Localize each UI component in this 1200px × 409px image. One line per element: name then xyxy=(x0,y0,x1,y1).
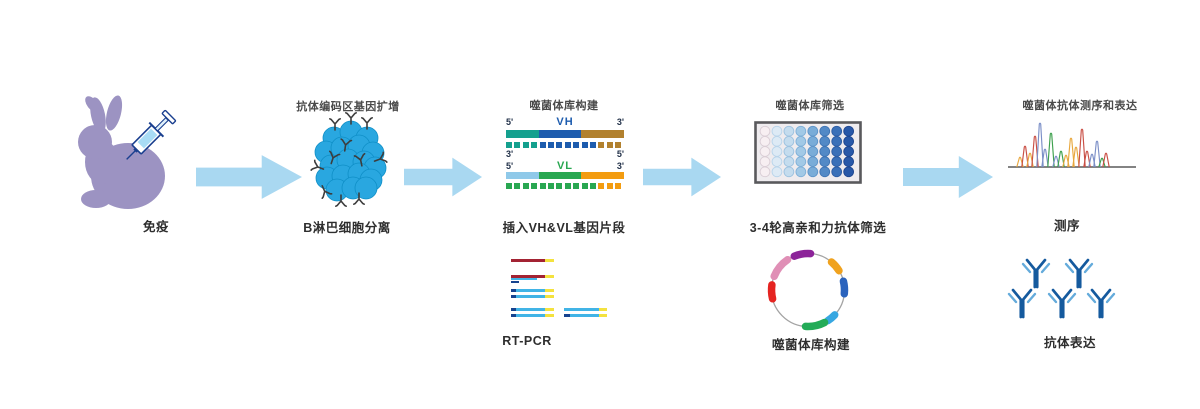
vl-label: VL xyxy=(556,159,574,172)
five-prime-label: 5' xyxy=(506,160,514,171)
step-caption-b-cell: B淋巴细胞分离 xyxy=(303,221,391,235)
step-title-sequencing-expression: 噬菌体抗体测序和表达 xyxy=(1022,100,1138,112)
antibody-icon xyxy=(1047,288,1077,319)
vh-primer-dashes xyxy=(506,141,624,148)
antibody-icon xyxy=(1086,288,1116,319)
antibody-expression-illustration xyxy=(1007,258,1116,319)
antibody-icon xyxy=(1021,258,1051,289)
sub-caption-rt-pcr: RT-PCR xyxy=(502,334,552,348)
flow-arrow-1 xyxy=(196,155,302,199)
cell-circles xyxy=(314,120,387,202)
vl-primer-dashes xyxy=(506,183,624,189)
plasmid-vector-illustration xyxy=(767,249,849,331)
flow-arrow-2 xyxy=(404,157,482,197)
vl-gene-bar xyxy=(506,171,624,179)
vh-reverse-strand-labels: 3' 5' xyxy=(506,149,624,160)
vl-strand-labels: 5' VL 3' xyxy=(506,160,624,172)
vh-label: VH xyxy=(556,116,574,128)
three-prime-label: 3' xyxy=(616,160,624,171)
syringe-icon xyxy=(126,109,177,160)
vh-gene-bar xyxy=(506,130,624,138)
b-cell-cluster-illustration xyxy=(310,112,388,207)
vh-vl-gene-diagram: 5' VH 3' 3' 5' 5' VL 3' xyxy=(506,116,624,189)
plasmid-ring xyxy=(767,249,849,331)
step-caption-sequencing: 测序 xyxy=(1053,219,1081,233)
microplate-wells xyxy=(759,125,855,178)
three-prime-label: 3' xyxy=(506,149,514,159)
sub-caption-antibody-expression: 抗体表达 xyxy=(1043,336,1097,350)
five-prime-label: 5' xyxy=(506,117,514,127)
sequencing-chromatogram-illustration xyxy=(1008,122,1136,168)
antibody-icon xyxy=(1064,258,1094,289)
vh-strand-labels: 5' VH 3' xyxy=(506,116,624,128)
flow-arrow-4 xyxy=(903,156,993,198)
step-title-gene-amplification: 抗体编码区基因扩增 xyxy=(296,101,400,113)
step-caption-screening-rounds: 3-4轮高亲和力抗体筛选 xyxy=(749,221,887,235)
step-title-library-screening: 噬菌体库筛选 xyxy=(775,100,845,112)
three-prime-label: 3' xyxy=(616,117,624,127)
rabbit-silhouette xyxy=(78,95,165,209)
chromatogram-peaks xyxy=(1008,122,1136,168)
rt-pcr-bands-illustration xyxy=(506,256,636,332)
step-title-library-construction: 噬菌体库构建 xyxy=(529,100,599,112)
sub-caption-phage-library: 噬菌体库构建 xyxy=(771,338,851,352)
rabbit-illustration xyxy=(78,95,177,209)
flow-arrow-3 xyxy=(643,157,721,197)
step-caption-immunization: 免疫 xyxy=(142,220,170,234)
step-caption-gene-insertion: 插入VH&VL基因片段 xyxy=(502,221,626,235)
microplate-illustration xyxy=(754,121,862,184)
five-prime-label: 5' xyxy=(616,149,624,159)
antibody-icon xyxy=(1007,288,1037,319)
